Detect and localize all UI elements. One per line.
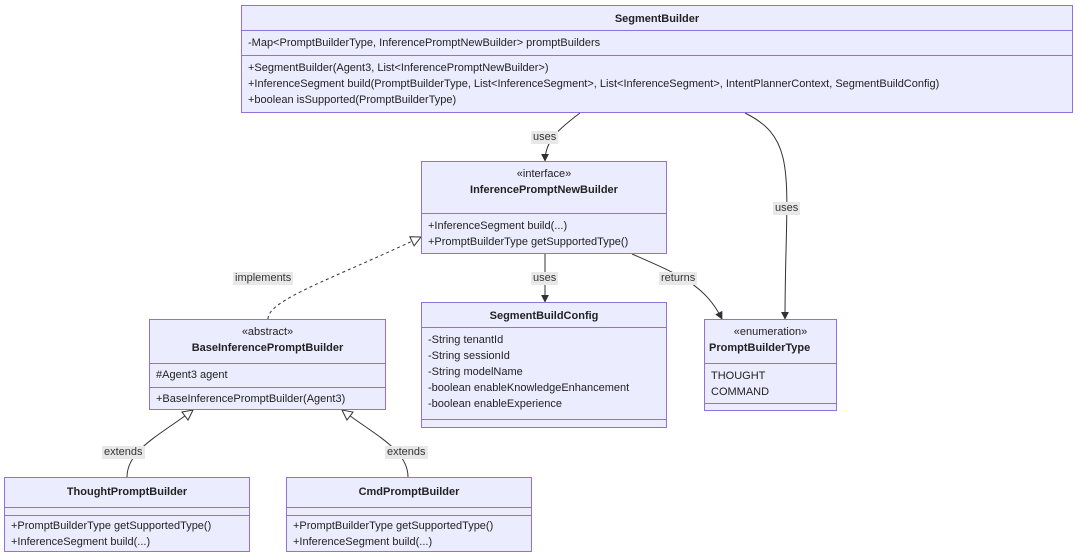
class-segment-builder[interactable]: SegmentBuilder -Map<PromptBuilderType, I…: [241, 5, 1073, 113]
edge-label-interface-uses-config: uses: [531, 272, 559, 285]
class-name: SegmentBuildConfig: [489, 310, 599, 322]
attribute: -Map<PromptBuilderType, InferencePromptN…: [248, 37, 601, 49]
method: +InferenceSegment build(...): [11, 536, 151, 548]
class-name: CmdPromptBuilder: [358, 486, 460, 498]
method: +InferenceSegment build(...): [293, 536, 433, 548]
attribute: -String sessionId: [428, 350, 510, 362]
class-prompt-builder-type[interactable]: «enumeration» PromptBuilderType THOUGHT …: [704, 319, 837, 411]
stereotype-label: «interface»: [516, 168, 572, 180]
class-name: ThoughtPromptBuilder: [66, 486, 188, 498]
attribute: #Agent3 agent: [156, 369, 228, 381]
method: +InferenceSegment build(PromptBuilderTyp…: [248, 78, 940, 90]
methods-section: +PromptBuilderType getSupportedType() +I…: [287, 516, 531, 554]
attributes-section: -String tenantId -String sessionId -Stri…: [422, 328, 666, 420]
class-thought-prompt-builder[interactable]: ThoughtPromptBuilder +PromptBuilderType …: [4, 477, 250, 552]
enum-value: COMMAND: [711, 386, 770, 398]
method: +boolean isSupported(PromptBuilderType): [248, 94, 457, 106]
method: +PromptBuilderType getSupportedType(): [428, 236, 629, 248]
method: +PromptBuilderType getSupportedType(): [293, 520, 494, 532]
class-base-inference-prompt-builder[interactable]: «abstract» BaseInferencePromptBuilder #A…: [149, 319, 386, 410]
method: +PromptBuilderType getSupportedType(): [11, 520, 212, 532]
stereotype-label: «enumeration»: [733, 326, 808, 338]
attributes-section: #Agent3 agent: [150, 364, 385, 388]
attributes-section: -Map<PromptBuilderType, InferencePromptN…: [242, 31, 1072, 56]
method: +BaseInferencePromptBuilder(Agent3): [156, 393, 346, 405]
stereotype-label: «abstract»: [241, 326, 294, 338]
edge-label-base-implements-interface: implements: [233, 272, 294, 285]
attributes-section: [287, 508, 531, 516]
attribute: -String modelName: [428, 366, 523, 378]
enum-value: THOUGHT: [711, 370, 766, 382]
method: +InferenceSegment build(...): [428, 220, 568, 232]
class-name: BaseInferencePromptBuilder: [191, 342, 344, 354]
methods-section: +BaseInferencePromptBuilder(Agent3): [150, 388, 385, 411]
edge-label-cmd-extends-base: extends: [385, 446, 428, 459]
edge-label-segment-uses-type: uses: [773, 202, 801, 215]
methods-section: +SegmentBuilder(Agent3, List<InferencePr…: [242, 56, 1072, 112]
class-cmd-prompt-builder[interactable]: CmdPromptBuilder +PromptBuilderType getS…: [286, 477, 532, 552]
edge-label-thought-extends-base: extends: [102, 446, 145, 459]
edge-label-interface-returns-type: returns: [659, 272, 698, 285]
class-name: PromptBuilderType: [709, 342, 811, 354]
methods-section: +PromptBuilderType getSupportedType() +I…: [5, 516, 249, 554]
class-segment-build-config[interactable]: SegmentBuildConfig -String tenantId -Str…: [421, 302, 667, 428]
edge-thought-extends-base: [126, 410, 193, 478]
methods-section: [705, 404, 836, 412]
method: +SegmentBuilder(Agent3, List<InferencePr…: [248, 62, 549, 74]
attribute: -String tenantId: [428, 334, 504, 346]
class-name: InferencePromptNewBuilder: [470, 184, 618, 196]
methods-section: [422, 420, 666, 428]
class-inference-prompt-new-builder[interactable]: «interface» InferencePromptNewBuilder +I…: [421, 161, 667, 254]
attributes-section: [5, 508, 249, 516]
edge-base-implements-interface: [267, 237, 421, 320]
methods-section: +InferenceSegment build(...) +PromptBuil…: [422, 214, 666, 254]
edge-cmd-extends-base: [342, 410, 409, 478]
attribute: -boolean enableKnowledgeEnhancement: [428, 382, 630, 394]
enum-values-section: THOUGHT COMMAND: [705, 364, 836, 404]
class-name: SegmentBuilder: [614, 13, 700, 25]
edge-label-segment-uses-interface: uses: [531, 131, 559, 144]
edge-segment-uses-type: [744, 112, 790, 320]
attribute: -boolean enableExperience: [428, 398, 562, 410]
